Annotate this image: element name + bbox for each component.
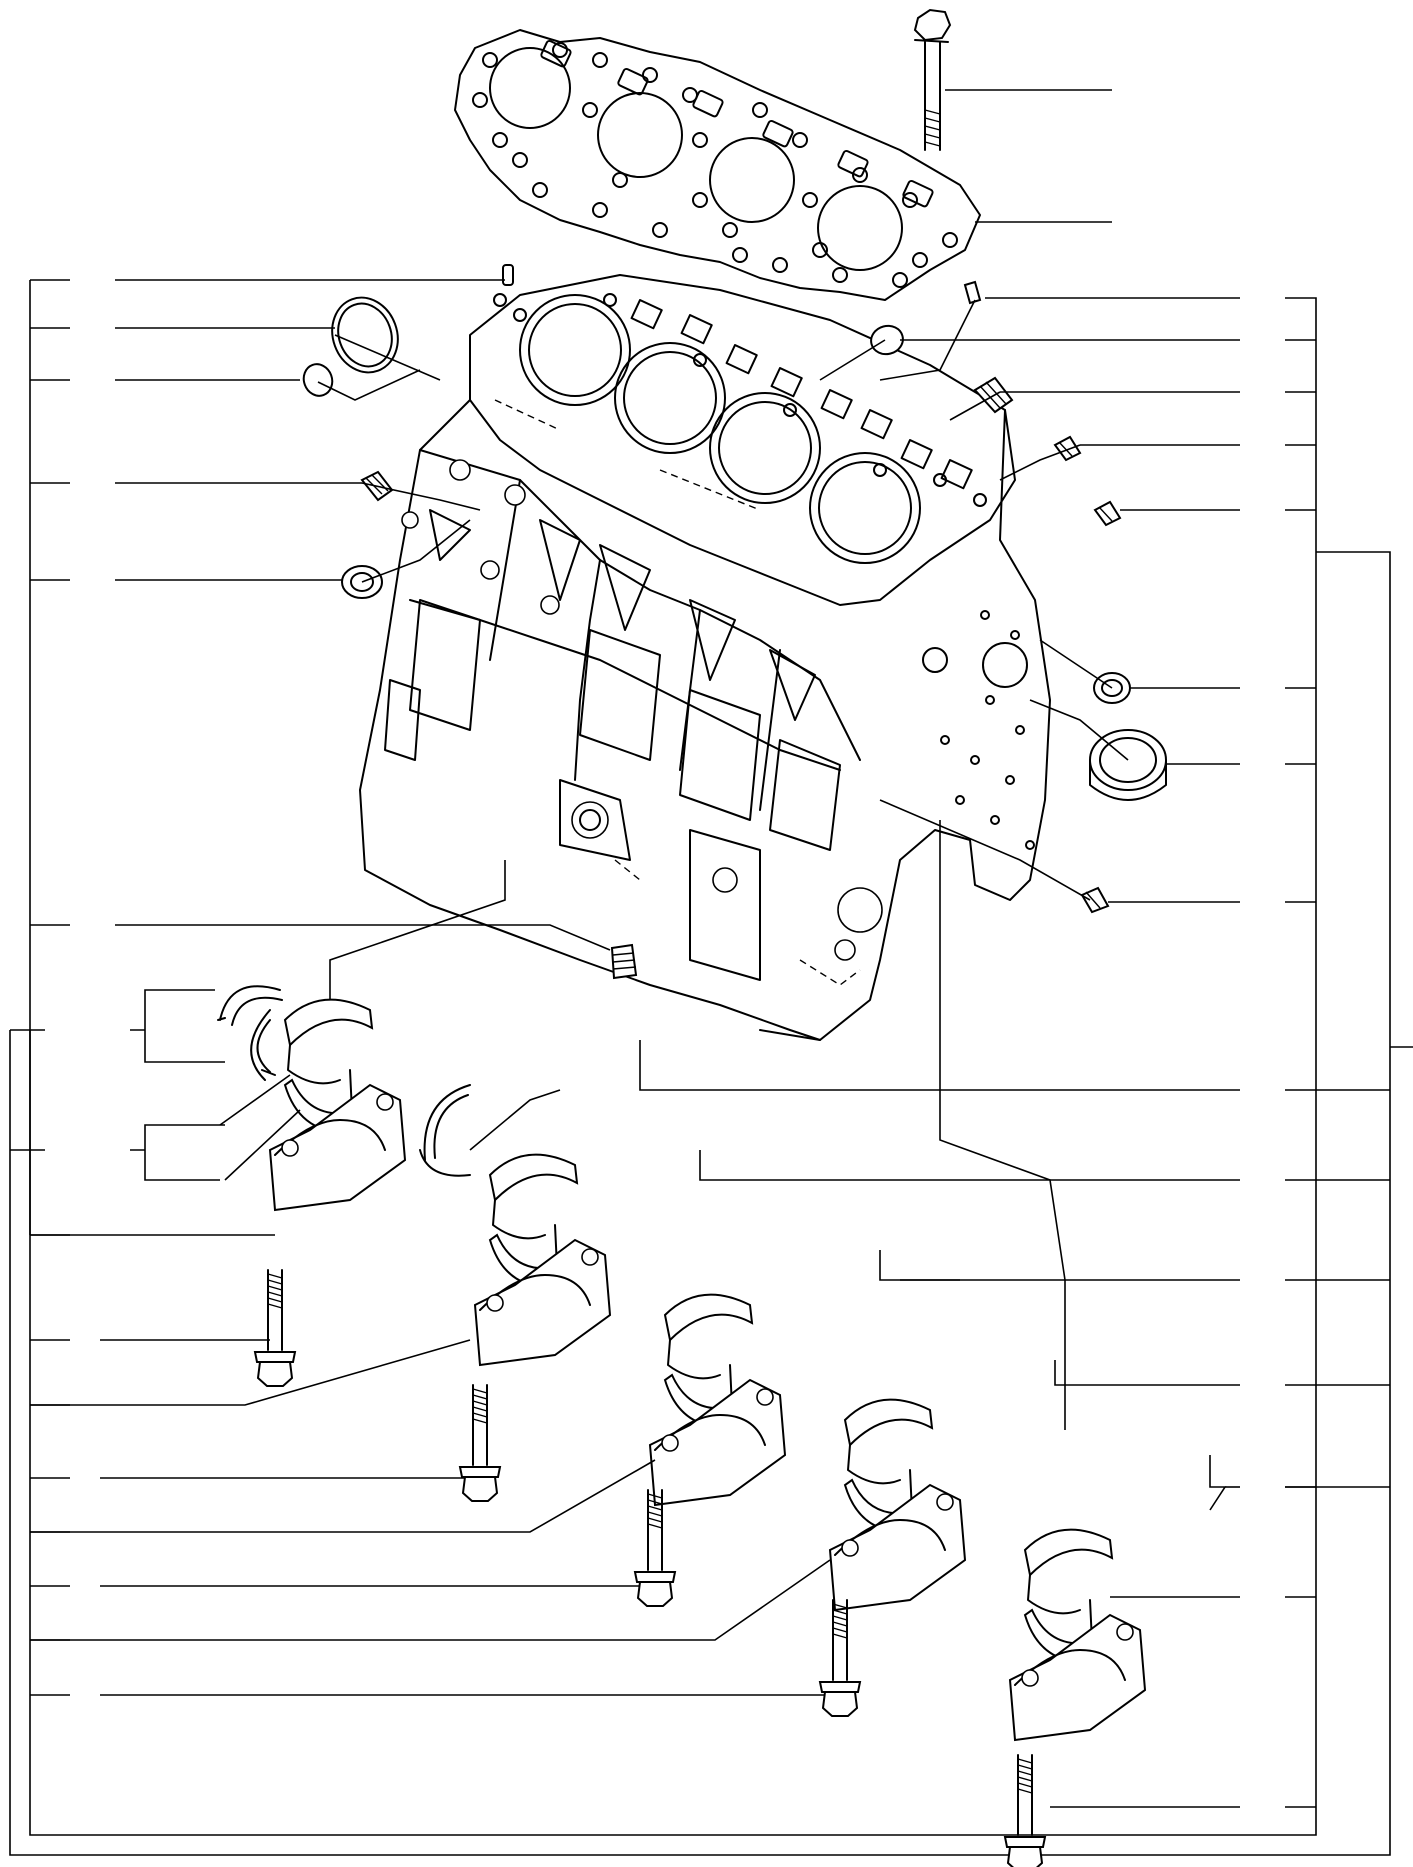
deck-bolt-hole <box>973 493 987 507</box>
gasket-bore-4 <box>817 185 903 271</box>
gasket-hole <box>732 247 748 263</box>
deck-bolt-hole <box>513 308 527 322</box>
gasket-hole <box>912 252 928 268</box>
gasket-hole <box>472 92 488 108</box>
deck-coolant-port <box>860 408 893 440</box>
gasket-hole <box>552 42 568 58</box>
gasket-bore-1 <box>489 47 571 129</box>
threaded-plug-5 <box>1080 886 1110 914</box>
gasket-hole <box>652 222 668 238</box>
main-bearing-2 <box>473 1153 612 1367</box>
gasket-hole <box>482 52 498 68</box>
gasket-hole <box>532 182 548 198</box>
main-cap-bolt-3 <box>633 1489 677 1607</box>
main-cap-bolt-4 <box>818 1599 862 1717</box>
gasket-hole <box>612 172 628 188</box>
gasket-port <box>837 149 869 178</box>
main-cap-bolt-2 <box>458 1384 502 1502</box>
side-bolt-hole <box>1005 775 1015 785</box>
cylinder-block <box>359 274 1051 1041</box>
deck-bolt-hole <box>783 403 797 417</box>
main-bearing-1 <box>268 998 407 1212</box>
gasket-hole <box>792 132 808 148</box>
cam-bushing <box>1089 729 1167 801</box>
deck-bolt-hole <box>603 293 617 307</box>
main-cap-bolt-5 <box>1003 1754 1047 1867</box>
side-bolt-hole <box>940 735 950 745</box>
gasket-hole <box>692 132 708 148</box>
gasket-bore-3 <box>709 137 795 223</box>
gasket-hole <box>752 102 768 118</box>
main-bearing-4 <box>828 1398 967 1612</box>
head-gasket <box>454 29 981 301</box>
leader-lines <box>9 89 1413 1856</box>
thrust-washer-pair-left <box>217 985 283 1081</box>
side-bolt-hole <box>1015 725 1025 735</box>
gasket-port <box>762 119 794 148</box>
threaded-plug-4 <box>1093 500 1122 527</box>
deck-bolt-hole <box>873 463 887 477</box>
side-bolt-hole <box>990 815 1000 825</box>
deck-bolt-hole <box>693 353 707 367</box>
deck-coolant-port <box>630 299 663 330</box>
gasket-hole <box>772 257 788 273</box>
deck-bolt-hole <box>933 473 947 487</box>
gasket-hole <box>692 192 708 208</box>
dowel-pin-left <box>502 264 514 286</box>
main-cap-bolt-1 <box>253 1269 297 1387</box>
deck-coolant-port <box>900 438 933 470</box>
threaded-plug-3 <box>1053 435 1082 462</box>
head-bolt <box>913 8 952 151</box>
gasket-bore-2 <box>597 92 683 178</box>
side-bolt-hole <box>970 755 980 765</box>
welch-plug-small-right <box>870 324 904 356</box>
gasket-hole <box>592 52 608 68</box>
deck-bolt-hole <box>493 293 507 307</box>
deck-coolant-port <box>725 343 758 375</box>
gasket-hole <box>512 152 528 168</box>
main-bearing-5 <box>1008 1528 1147 1742</box>
gasket-hole <box>592 202 608 218</box>
welch-plug-large <box>331 296 399 374</box>
gasket-port <box>540 39 572 68</box>
side-bolt-hole <box>985 695 995 705</box>
gasket-hole <box>832 267 848 283</box>
dowel-pin-right <box>963 280 982 305</box>
gasket-hole <box>892 272 908 288</box>
deck-coolant-port <box>770 367 803 398</box>
main-bearing-3 <box>648 1293 787 1507</box>
side-bolt-hole <box>1010 630 1020 640</box>
gasket-hole <box>852 167 868 183</box>
gasket-hole <box>492 132 508 148</box>
gasket-port <box>692 89 724 118</box>
side-bolt-hole <box>1025 840 1035 850</box>
gasket-port <box>617 67 649 96</box>
deck-coolant-port <box>940 459 973 490</box>
gasket-hole <box>812 242 828 258</box>
side-bolt-hole <box>955 795 965 805</box>
gasket-hole <box>902 192 918 208</box>
thrust-washer-pair-mid <box>419 1084 471 1177</box>
deck-coolant-port <box>680 314 713 345</box>
deck-coolant-port <box>820 389 853 420</box>
gasket-hole <box>582 102 598 118</box>
gasket-hole <box>802 192 818 208</box>
welch-plug-small-left <box>302 363 334 397</box>
gasket-hole <box>942 232 958 248</box>
gasket-port <box>902 179 934 208</box>
side-bolt-hole <box>980 610 990 620</box>
gasket-hole <box>642 67 658 83</box>
threaded-plug-6 <box>610 943 638 980</box>
gasket-hole <box>722 222 738 238</box>
